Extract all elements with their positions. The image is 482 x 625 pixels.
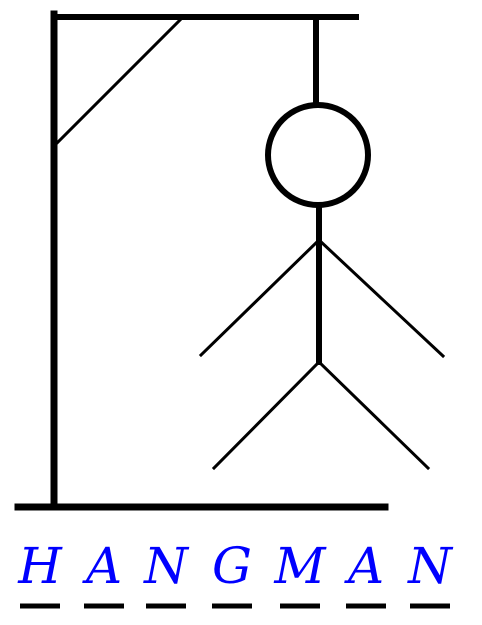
- word-letter: N: [143, 537, 190, 595]
- word-letter: M: [273, 537, 327, 595]
- hangman-right-leg: [316, 359, 431, 471]
- word-letter: A: [82, 537, 122, 595]
- hangman-figure: [198, 102, 446, 471]
- word-letter: H: [17, 537, 63, 595]
- word-letter: N: [407, 537, 454, 595]
- word-letter: G: [212, 537, 252, 595]
- gallows: [14, 10, 389, 511]
- hangman-right-arm: [316, 237, 446, 359]
- word-display: H A N G M A N: [17, 537, 454, 609]
- gallows-brace: [51, 16, 184, 149]
- hangman-left-arm: [198, 237, 322, 358]
- hangman-head: [265, 102, 371, 208]
- word-letter: A: [344, 537, 384, 595]
- hangman-left-leg: [211, 359, 322, 471]
